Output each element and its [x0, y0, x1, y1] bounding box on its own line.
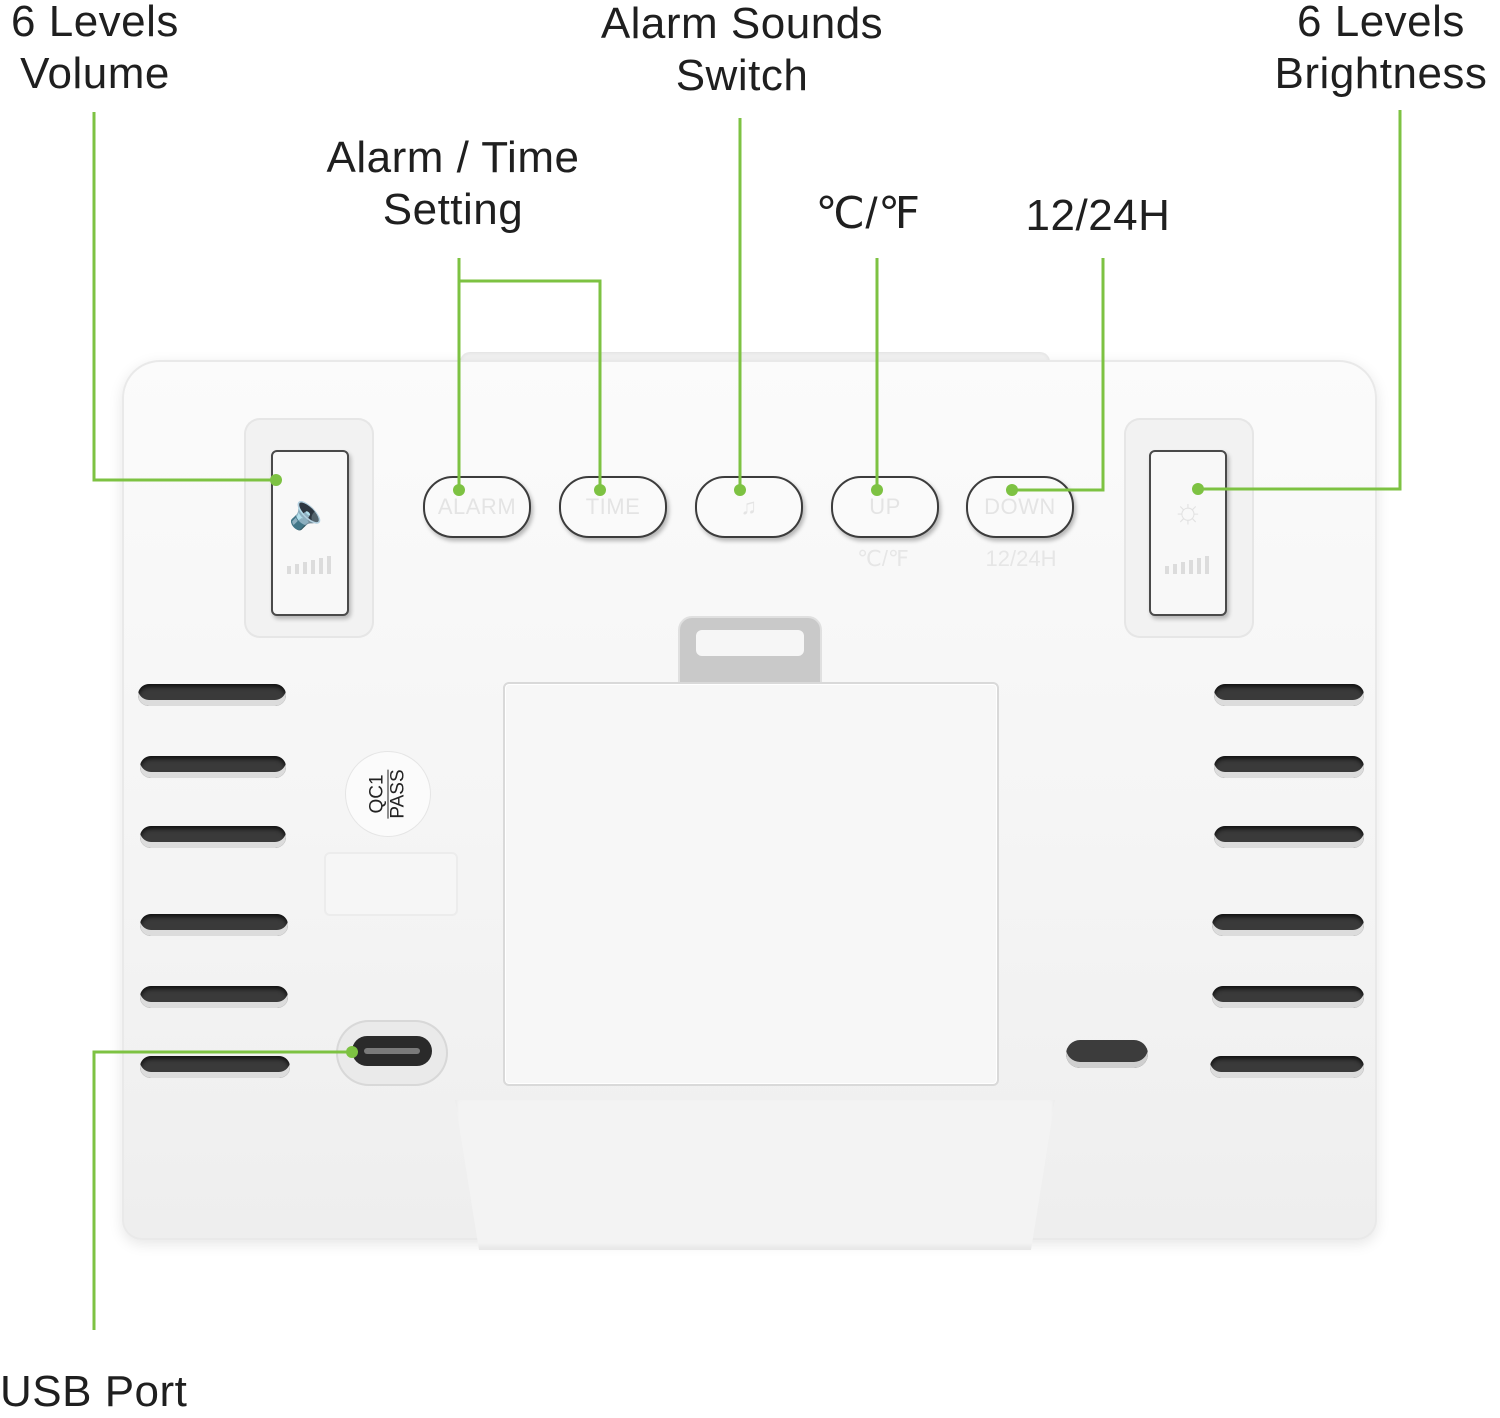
- volume-slider[interactable]: 🔈: [271, 450, 349, 616]
- alarm-button[interactable]: ALARM: [423, 476, 531, 538]
- volume-callout-line1: 6 Levels: [11, 0, 179, 46]
- brightness-callout: 6 Levels Brightness: [1262, 0, 1500, 100]
- vent-slot: [1212, 986, 1364, 1008]
- alarm-time-callout: Alarm / Time Setting: [298, 132, 608, 236]
- brightness-level-ticks: [1165, 556, 1209, 574]
- brightness-callout-line1: 6 Levels: [1297, 0, 1465, 46]
- usb-c-slot: [352, 1036, 432, 1066]
- speaker-icon: 🔈: [288, 493, 332, 531]
- vent-slot: [140, 826, 286, 848]
- down-button[interactable]: DOWN: [966, 476, 1074, 538]
- sun-icon: ☼: [1172, 492, 1204, 530]
- vent-slot: [140, 914, 288, 936]
- alarm-time-callout-line1: Alarm / Time: [326, 133, 580, 182]
- alarm-time-callout-line2: Setting: [382, 185, 524, 234]
- alarm-sounds-callout: Alarm Sounds Switch: [572, 0, 912, 102]
- usb-port[interactable]: [336, 1020, 448, 1086]
- alarm-sound-button[interactable]: ♫: [695, 476, 803, 538]
- hour-format-callout-text: 12/24H: [1025, 191, 1171, 240]
- hour-format-callout: 12/24H: [1008, 190, 1188, 242]
- brightness-slider[interactable]: ☼: [1149, 450, 1227, 616]
- vent-slot: [138, 684, 286, 706]
- qc-pass-badge: QC1 PASS: [346, 752, 430, 836]
- vent-slot: [140, 986, 288, 1008]
- brightness-callout-line2: Brightness: [1274, 49, 1488, 98]
- vent-slot: [140, 756, 286, 778]
- stand: [455, 1100, 1055, 1250]
- up-button-sublabel: ℃/℉: [857, 546, 909, 571]
- reset-hole: [1066, 1040, 1148, 1068]
- vent-slot: [1212, 914, 1364, 936]
- battery-latch[interactable]: [678, 616, 822, 686]
- qc-badge-top-text: QC1: [367, 769, 389, 819]
- qc-badge-bottom-text: PASS: [387, 769, 409, 819]
- volume-callout: 6 Levels Volume: [0, 0, 190, 100]
- vent-slot: [1214, 826, 1364, 848]
- time-button[interactable]: TIME: [559, 476, 667, 538]
- alarm-sounds-callout-line1: Alarm Sounds: [600, 0, 884, 48]
- alarm-sounds-callout-line2: Switch: [675, 51, 809, 100]
- vent-slot: [140, 1056, 290, 1078]
- usb-callout-text: USB Port: [0, 1367, 188, 1416]
- vent-slot: [1210, 1056, 1364, 1078]
- volume-level-ticks: [287, 556, 331, 574]
- vent-slot: [1214, 756, 1364, 778]
- battery-cover[interactable]: [503, 682, 999, 1086]
- temp-unit-callout-text: ℃/℉: [815, 189, 921, 238]
- label-plate: [324, 852, 458, 916]
- up-button[interactable]: UP: [831, 476, 939, 538]
- volume-callout-line2: Volume: [20, 49, 170, 98]
- temp-unit-callout: ℃/℉: [800, 188, 936, 240]
- down-button-sublabel: 12/24H: [985, 546, 1057, 571]
- usb-callout: USB Port: [0, 1366, 214, 1418]
- vent-slot: [1214, 684, 1364, 706]
